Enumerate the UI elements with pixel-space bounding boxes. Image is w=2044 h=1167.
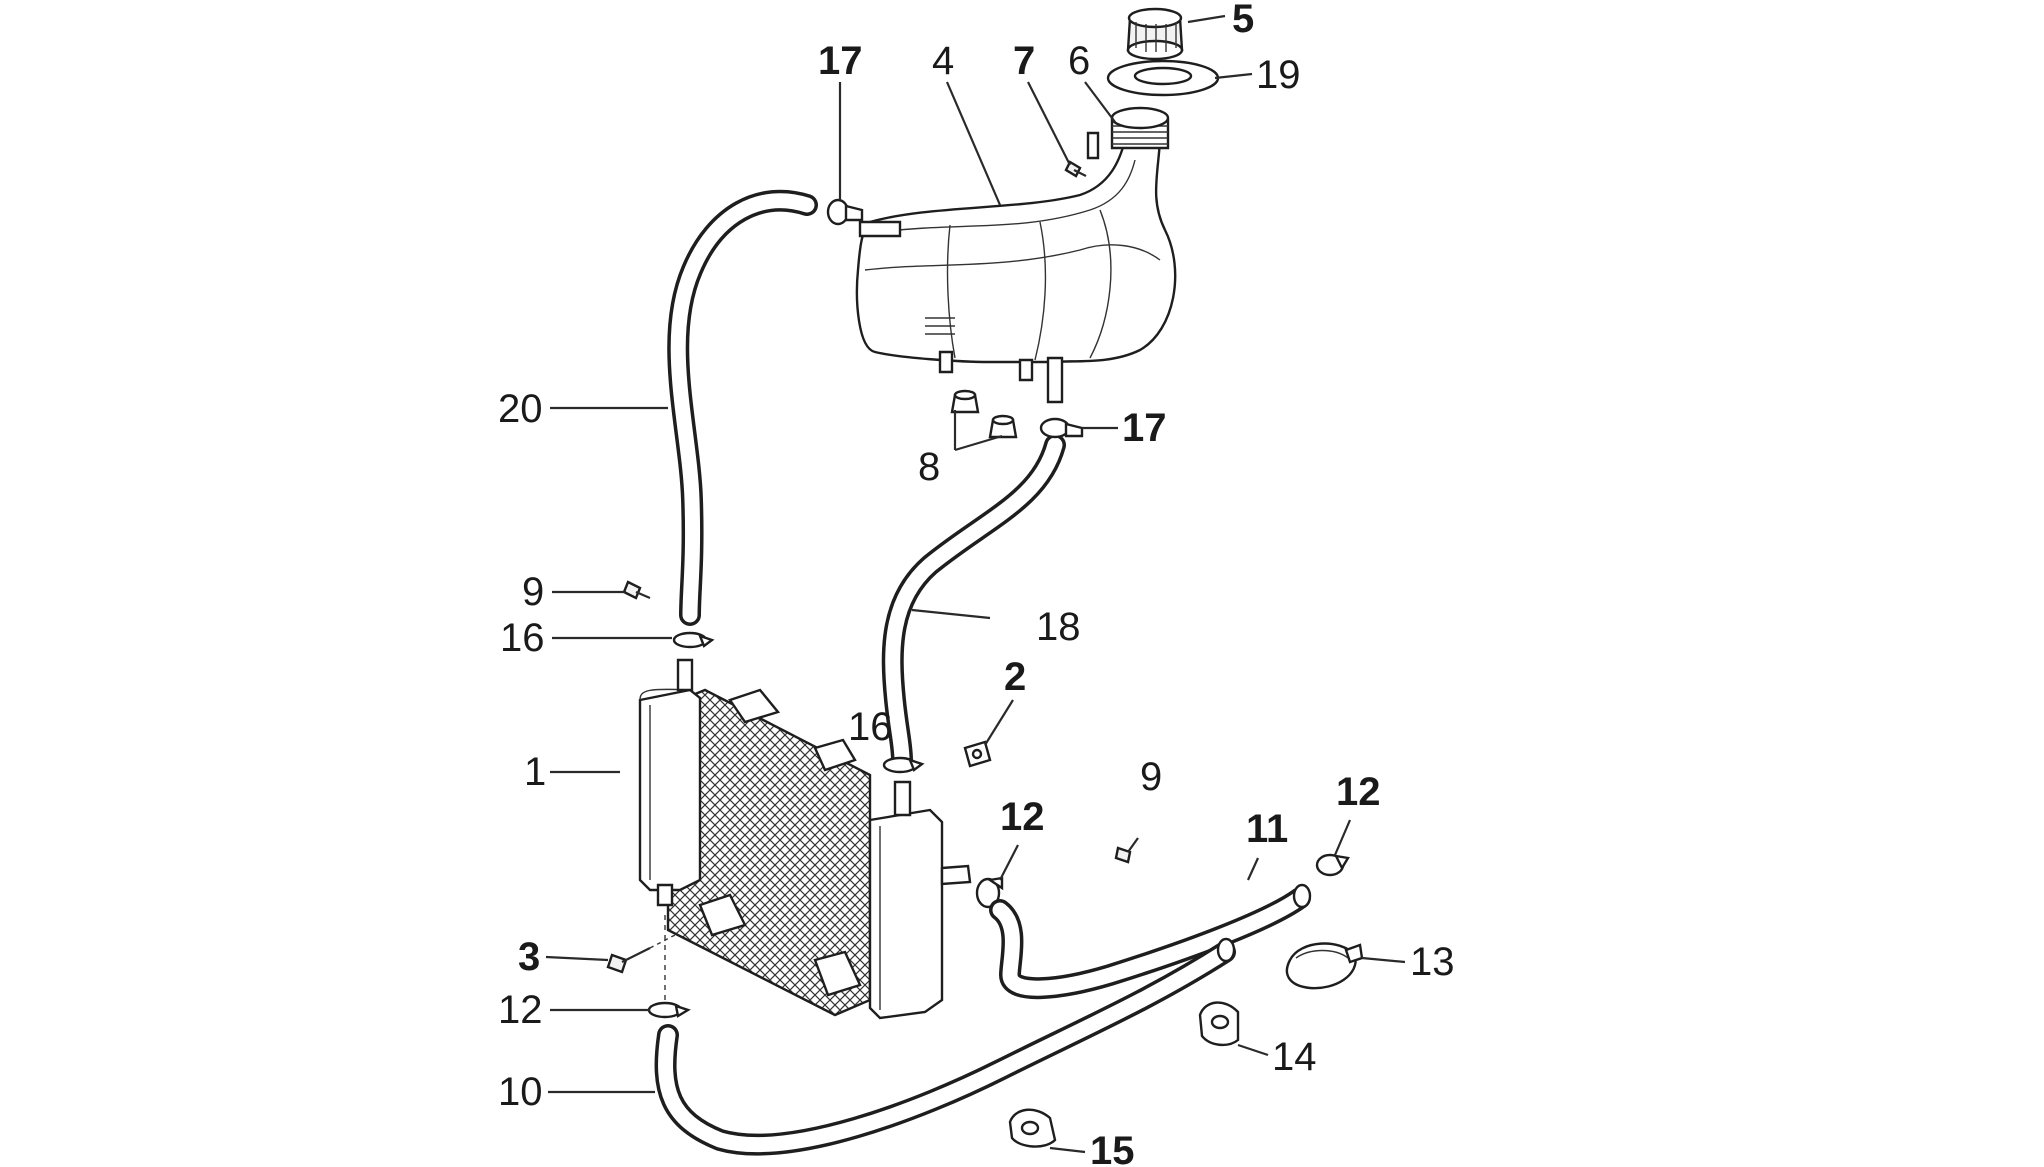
callout-15: 15: [1090, 1129, 1135, 1167]
screw-9-lower: [1114, 837, 1139, 864]
clamp-16-upper: [672, 631, 715, 649]
callout-16-lower: 16: [848, 705, 893, 749]
hose-10: [654, 937, 1236, 1156]
screw-3: [606, 934, 676, 974]
hose-20: [667, 189, 818, 626]
callout-1: 1: [524, 750, 546, 794]
callout-7: 7: [1013, 39, 1035, 83]
expansion-tank: [855, 138, 1177, 404]
grommets-8: [950, 389, 1018, 439]
clip-15: [1008, 1108, 1057, 1148]
callout-19: 19: [1256, 53, 1301, 97]
callout-labels: 5 19 17 4 7 6 20 8 17 9 16 18 2 16 1 9 1…: [498, 0, 1455, 1167]
callout-13: 13: [1410, 940, 1455, 984]
cap-gasket: [1106, 59, 1220, 97]
callout-17-lower: 17: [1122, 406, 1167, 450]
clamp-17-lower: [1039, 417, 1084, 439]
callout-16-upper: 16: [500, 616, 545, 660]
neck-bracket: [1086, 131, 1100, 160]
clamp-12-bottom: [647, 1001, 691, 1019]
callout-12-side: 12: [1000, 795, 1045, 839]
callout-2: 2: [1004, 655, 1026, 699]
clamp-16-lower: [882, 756, 925, 774]
callout-11: 11: [1246, 807, 1288, 851]
callout-17-upper: 17: [818, 39, 863, 83]
hose-11: [989, 883, 1312, 1000]
callout-8: 8: [918, 445, 940, 489]
callout-12-bottom: 12: [498, 988, 543, 1032]
hose-18: [881, 434, 1066, 771]
callout-10: 10: [498, 1070, 543, 1114]
callout-18: 18: [1036, 605, 1081, 649]
clamp-17-upper: [826, 198, 864, 226]
callout-3: 3: [518, 935, 540, 979]
callout-14: 14: [1272, 1035, 1317, 1079]
callout-5: 5: [1232, 0, 1254, 41]
band-clamp-13: [1285, 942, 1364, 990]
callout-20: 20: [498, 387, 543, 431]
clamp-12-loose: [1315, 853, 1350, 877]
bracket-2: [963, 740, 992, 768]
callout-9-lower: 9: [1140, 755, 1162, 799]
callout-6: 6: [1068, 39, 1090, 83]
filler-neck: [1086, 106, 1170, 160]
callout-9-upper: 9: [522, 570, 544, 614]
radiator: [638, 658, 972, 1020]
screw-7: [1064, 160, 1087, 178]
clamp-12-side: [975, 876, 1004, 909]
tank-cap: [1126, 7, 1184, 61]
callout-12-loose: 12: [1336, 770, 1381, 814]
leader-lines: [545, 14, 1406, 1154]
clip-14: [1198, 1001, 1240, 1047]
screw-9-upper: [622, 580, 651, 600]
callout-4: 4: [932, 39, 954, 83]
